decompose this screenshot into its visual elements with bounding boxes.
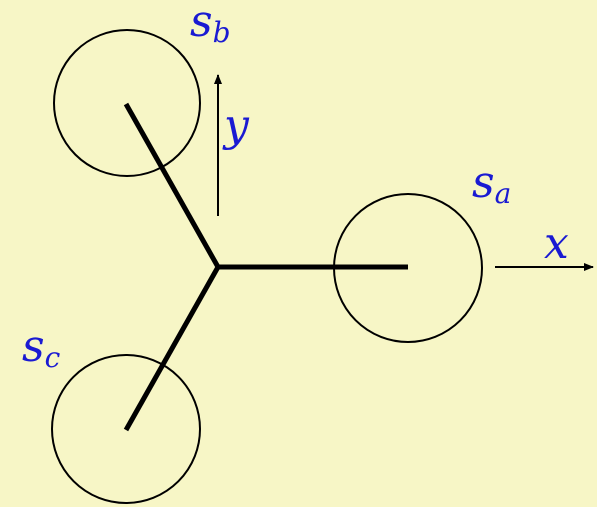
axis-label-x: x [544, 218, 569, 269]
axis-label-y: y [222, 100, 250, 151]
mass-circle-c [51, 354, 201, 504]
spoke-c [123, 265, 221, 432]
spoke-b [123, 102, 221, 269]
label-sb: sb [190, 0, 231, 49]
label-sa: sa [472, 157, 511, 210]
mass-circle-b [53, 29, 201, 177]
label-sc: sc [22, 321, 61, 374]
